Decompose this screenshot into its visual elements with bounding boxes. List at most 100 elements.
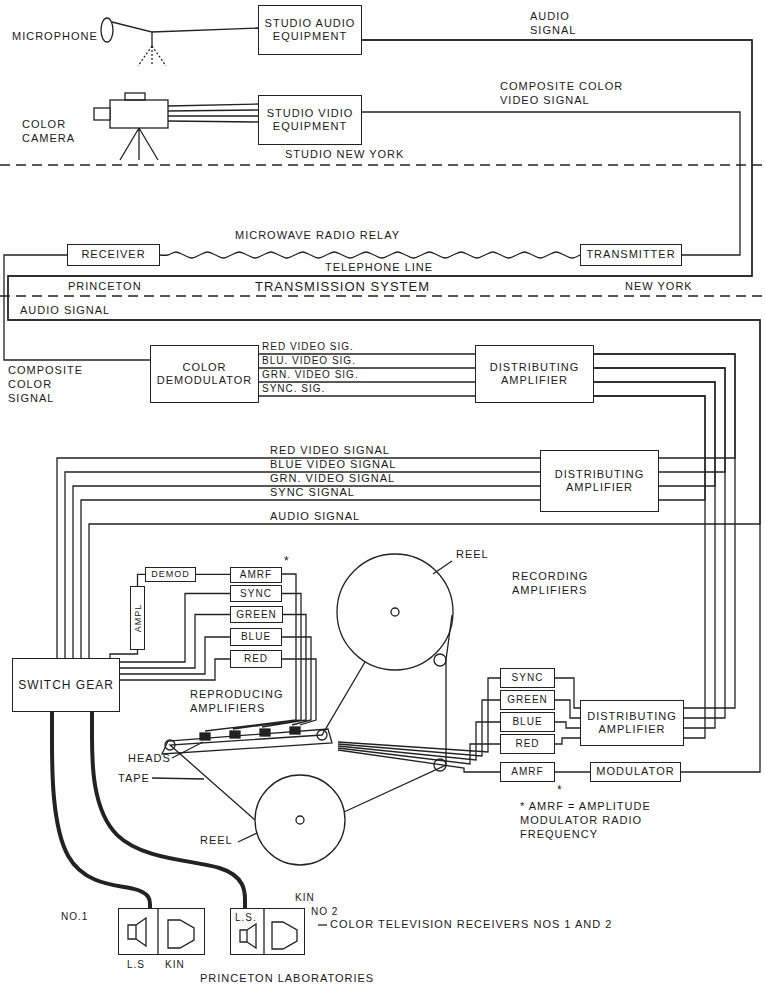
equipment-box: DISTRIBUTING AMPLIFIER	[540, 450, 659, 512]
node-text: DEMOD	[151, 569, 190, 580]
signal-line	[259, 367, 475, 368]
head	[200, 733, 210, 740]
label-text: TRANSMISSION SYSTEM	[255, 279, 430, 295]
node-text: AMRF	[511, 766, 543, 778]
signal-line	[259, 353, 475, 354]
node-text: SYNC	[240, 588, 272, 600]
node-text: L.S.	[235, 912, 257, 925]
signal-line	[555, 771, 590, 772]
head	[230, 731, 240, 738]
node-text: RED	[515, 738, 539, 750]
label-text: PRINCETON LABORATORIES	[200, 972, 374, 986]
label-text: AUDIO SIGNAL	[530, 10, 600, 38]
label-text: PRINCETON	[68, 280, 142, 294]
tape	[344, 615, 452, 812]
roller	[434, 654, 446, 666]
signal-line	[120, 594, 230, 663]
label-text: HEADS	[128, 752, 171, 766]
label-text: RED VIDEO SIG.	[262, 341, 354, 352]
kinescope	[168, 920, 194, 948]
equipment-box: STUDIO AUDIO EQUIPMENT	[258, 5, 362, 55]
leader-line	[433, 561, 452, 574]
node-text: KIN	[295, 892, 315, 905]
signal-line	[259, 381, 475, 382]
reel-hub	[391, 608, 399, 616]
microphone-stand	[138, 46, 166, 66]
node-text: SWITCH GEAR	[18, 678, 114, 692]
node-text: STUDIO VIDIO EQUIPMENT	[262, 107, 358, 133]
microwave-link	[160, 252, 580, 258]
node-text: STUDIO AUDIO EQUIPMENT	[262, 17, 358, 43]
node-text: GREEN	[507, 694, 548, 706]
reel-hub	[296, 816, 304, 824]
node-text: TRANSMITTER	[586, 248, 675, 261]
roller	[317, 730, 327, 740]
signal-line	[594, 382, 715, 728]
node-text: RED	[244, 653, 268, 665]
node-text: AMRF	[240, 569, 272, 581]
label-text: REEL	[200, 834, 233, 848]
signal-line	[594, 396, 705, 738]
equipment-box: DEMOD	[145, 567, 196, 582]
cabinet-divider	[157, 908, 158, 955]
label-text: BLU. VIDEO SIG.	[262, 355, 356, 366]
microphone-cable	[152, 28, 258, 32]
amplifier-box: AMRF	[230, 567, 282, 583]
equipment-box: MODULATOR	[590, 762, 681, 782]
lower-reel	[255, 775, 345, 865]
node-text: COLOR DEMODULATOR	[154, 361, 255, 387]
amplifier-box: SYNC	[500, 668, 555, 688]
leader-line	[172, 742, 203, 758]
label-text: *	[284, 554, 290, 569]
equipment-box: TRANSMITTER	[580, 244, 682, 266]
camera-viewfinder	[125, 93, 145, 100]
label-text: COMPOSITE COLOR VIDEO SIGNAL	[500, 80, 650, 108]
node-text: L.S	[127, 959, 145, 972]
node-text: NO.1	[61, 911, 88, 924]
amplifier-box: GREEN	[500, 690, 555, 710]
label-text: AUDIO SIGNAL	[20, 304, 110, 318]
label-text: NEW YORK	[625, 280, 693, 294]
node-text: MODULATOR	[596, 765, 674, 778]
equipment-box: SWITCH GEAR	[12, 658, 120, 712]
amplifier-box: GREEN	[230, 606, 283, 623]
amplifier-box: AMPL	[130, 586, 145, 650]
amplifier-box: SYNC	[230, 585, 282, 602]
equipment-box: COLOR DEMODULATOR	[150, 345, 259, 403]
label-text: TAPE	[118, 772, 150, 786]
amplifier-box: RED	[500, 734, 555, 754]
signal-line	[81, 500, 540, 658]
label-text: RECORDING AMPLIFIERS	[512, 570, 612, 598]
amplifier-box: RED	[230, 650, 282, 668]
node-text: KIN	[165, 959, 185, 972]
signal-line	[73, 486, 540, 658]
node-text: BLUE	[512, 716, 542, 728]
label-text: COMPOSITE COLOR SIGNAL	[8, 364, 88, 405]
camera-lens	[94, 108, 110, 120]
label-text: GRN. VIDEO SIGNAL	[270, 472, 395, 484]
microphone-boom	[112, 22, 152, 46]
loudspeaker	[240, 924, 256, 948]
amplifier-box: BLUE	[230, 628, 282, 646]
label-text: COLOR TELEVISION RECEIVERS NOS 1 AND 2	[330, 918, 612, 932]
television-receiver: NO.1L.SKIN	[118, 908, 205, 955]
leader-line	[152, 778, 204, 779]
label-text: AUDIO SIGNAL	[270, 510, 360, 522]
amplifier-box: BLUE	[500, 712, 555, 732]
signal-line	[4, 255, 150, 360]
label-text: SYNC. SIG.	[262, 383, 325, 394]
signal-line	[555, 722, 580, 728]
cabinet-divider	[263, 908, 264, 955]
node-text: SYNC	[512, 672, 544, 684]
label-text: GRN. VIDEO SIG.	[262, 369, 359, 380]
label-text: BLUE VIDEO SIGNAL	[270, 458, 396, 470]
television-receiver: L.S.KINNO 2	[230, 908, 305, 955]
node-text: DISTRIBUTING AMPLIFIER	[584, 710, 680, 736]
signal-line	[594, 354, 735, 458]
node-text: DISTRIBUTING AMPLIFIER	[479, 361, 590, 387]
label-text: STUDIO NEW YORK	[285, 148, 404, 162]
recording-wires	[338, 678, 500, 772]
amplifier-box: AMRF	[500, 762, 555, 782]
upper-reel	[337, 554, 453, 670]
label-text: MICROWAVE RADIO RELAY	[235, 229, 400, 243]
